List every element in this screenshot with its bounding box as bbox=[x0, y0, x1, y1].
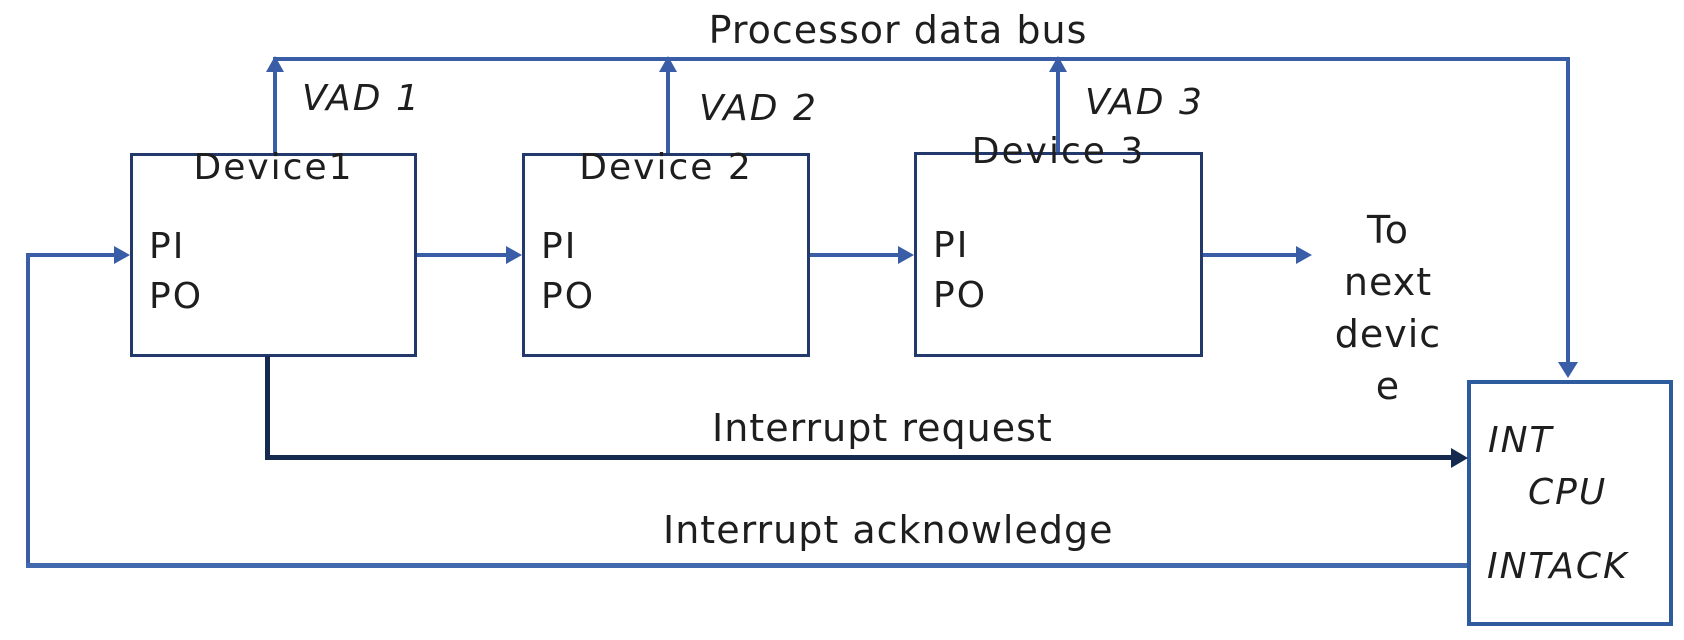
device3-title: Device 3 bbox=[971, 131, 1146, 172]
device1-po-label: PO bbox=[149, 276, 204, 317]
vad1-label: VAD 1 bbox=[302, 78, 421, 119]
bus-to-cpu-arrowhead-icon bbox=[1558, 362, 1578, 378]
device2-title: Device 2 bbox=[579, 147, 753, 188]
device1-to-device2-arrowhead-icon bbox=[506, 246, 522, 264]
device3-po-label: PO bbox=[933, 275, 988, 316]
vad2-label: VAD 2 bbox=[699, 88, 818, 129]
device2-to-device3-line bbox=[810, 253, 899, 257]
to-next-line1: To bbox=[1366, 208, 1409, 252]
to-next-line3: devic bbox=[1334, 312, 1442, 356]
processor-data-bus-line bbox=[273, 57, 1568, 61]
vad1-line bbox=[273, 70, 277, 153]
device1-box: Device1 PI PO bbox=[130, 147, 417, 357]
vad1-arrowhead-icon bbox=[266, 56, 284, 72]
to-next-line2: next bbox=[1343, 260, 1433, 304]
device3-to-next-line bbox=[1203, 253, 1297, 257]
device3-box: Device 3 PI PO bbox=[914, 131, 1203, 357]
device2-box: Device 2 PI PO bbox=[522, 147, 810, 357]
device1-title: Device1 bbox=[193, 147, 354, 188]
to-next-device-label: To next devic e bbox=[1327, 204, 1449, 412]
device2-to-device3-arrowhead-icon bbox=[898, 246, 914, 264]
interrupt-request-arrowhead-icon bbox=[1451, 448, 1468, 468]
cpu-intack-label: INTACK bbox=[1487, 546, 1629, 587]
request-drop-line bbox=[265, 356, 270, 458]
interrupt-acknowledge-label: Interrupt acknowledge bbox=[663, 508, 1114, 552]
device2-pi-label: PI bbox=[541, 226, 578, 267]
device1-to-device2-line bbox=[417, 253, 507, 257]
cpu-title: CPU bbox=[1528, 472, 1608, 513]
interrupt-request-line bbox=[265, 455, 1453, 460]
interrupt-acknowledge-line bbox=[26, 563, 1467, 568]
vad2-arrowhead-icon bbox=[659, 56, 677, 72]
processor-data-bus-label: Processor data bus bbox=[708, 8, 1088, 52]
device3-to-next-arrowhead-icon bbox=[1296, 246, 1312, 264]
cpu-int-label: INT bbox=[1488, 420, 1554, 461]
device1-pi-label: PI bbox=[149, 226, 186, 267]
ack-into-device1-line bbox=[26, 253, 116, 257]
vad3-line bbox=[1056, 70, 1060, 152]
ack-into-device1-arrowhead-icon bbox=[114, 246, 130, 264]
interrupt-request-label: Interrupt request bbox=[712, 406, 1053, 450]
device2-po-label: PO bbox=[541, 276, 596, 317]
vad3-arrowhead-icon bbox=[1049, 56, 1067, 72]
bus-to-cpu-line bbox=[1566, 57, 1570, 364]
device3-pi-label: PI bbox=[933, 225, 970, 266]
ack-left-riser-line bbox=[26, 253, 30, 568]
vad3-label: VAD 3 bbox=[1085, 82, 1204, 123]
cpu-box: INT CPU INTACK bbox=[1467, 380, 1673, 626]
to-next-line4: e bbox=[1375, 364, 1401, 408]
vad2-line bbox=[666, 70, 670, 153]
